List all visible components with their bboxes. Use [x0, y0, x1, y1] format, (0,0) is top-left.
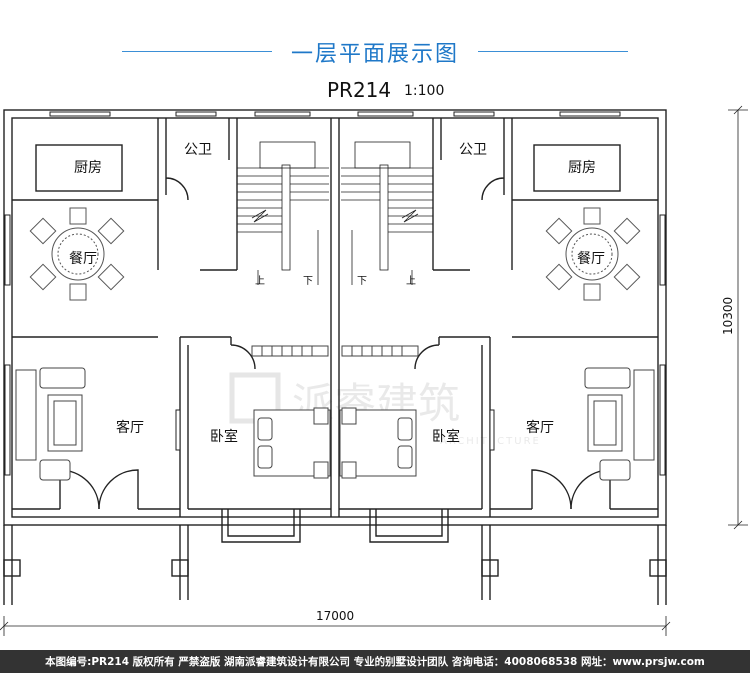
bed-left	[253, 407, 331, 479]
stair-up-label-right: 上	[406, 275, 416, 287]
sofa-set-left	[15, 367, 86, 481]
dimension-depth	[728, 105, 748, 530]
walls	[3, 109, 667, 605]
room-label-bedroom-right: 卧室	[432, 428, 460, 445]
stairs-left	[237, 141, 329, 285]
stair-down-label-left: 下	[303, 276, 313, 287]
dimension-depth-label: 10300	[721, 297, 735, 335]
title-rule-right	[478, 51, 628, 52]
room-label-kitchen-left: 厨房	[74, 160, 102, 176]
wardrobe-left	[251, 345, 329, 357]
dimension-width	[0, 616, 671, 636]
plan-code: PR214	[327, 78, 392, 102]
room-label-kitchen-right: 厨房	[568, 160, 596, 176]
room-label-living-left: 客厅	[116, 419, 144, 436]
room-label-dining-left: 餐厅	[69, 251, 97, 267]
bed-right	[339, 407, 417, 479]
room-label-bathroom-right: 公卫	[459, 142, 487, 158]
windows	[4, 111, 666, 476]
wardrobe-right	[341, 345, 419, 357]
plan-scale: 1:100	[404, 83, 445, 99]
sofa-set-right	[584, 367, 655, 481]
room-label-bathroom-left: 公卫	[184, 142, 212, 158]
floor-plan: 派睿建筑 ARCHITECTURE	[0, 105, 748, 636]
stairs-right	[341, 141, 433, 285]
room-label-living-right: 客厅	[526, 419, 554, 436]
footer-text: 本图编号:PR214 版权所有 严禁盗版 湖南派睿建筑设计有限公司 专业的别墅设…	[45, 656, 705, 668]
dining-set-right	[545, 207, 641, 301]
stair-down-label-right: 下	[357, 276, 367, 287]
room-label-dining-right: 餐厅	[577, 251, 605, 267]
room-label-bedroom-left: 卧室	[210, 428, 238, 445]
page-title: 一层平面展示图	[290, 42, 459, 67]
dimension-width-label: 17000	[316, 609, 354, 623]
stair-up-label-left: 上	[255, 275, 265, 287]
title-rule-left	[122, 51, 272, 52]
dining-set-left	[29, 207, 125, 301]
footer-bar	[0, 650, 750, 673]
